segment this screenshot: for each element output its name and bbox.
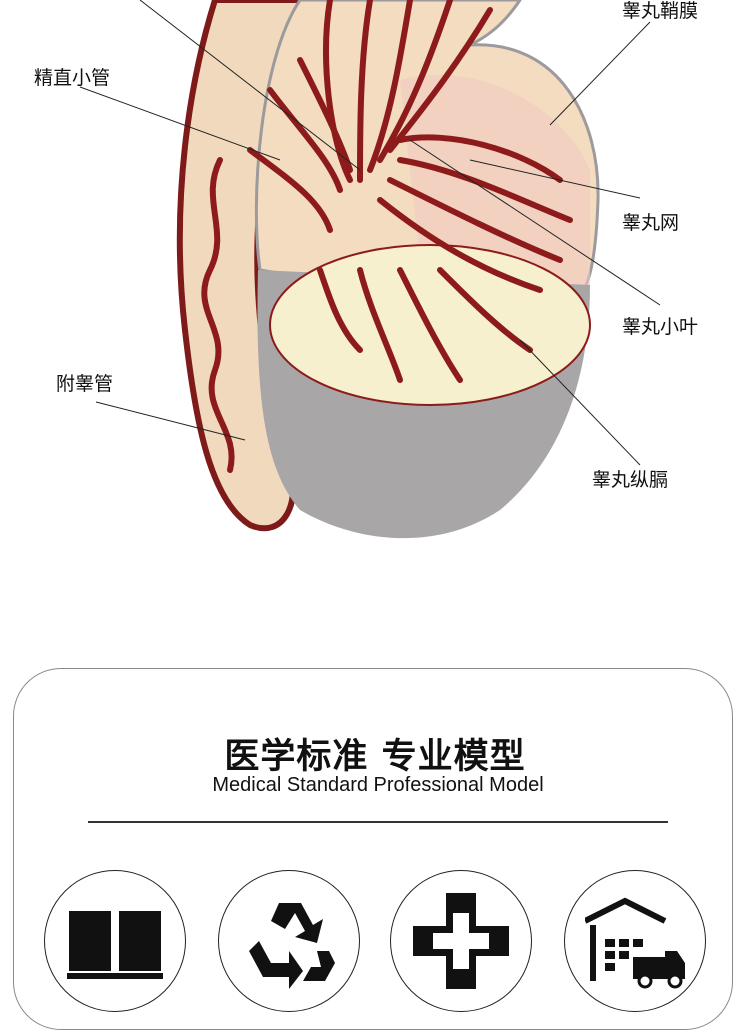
feature-subtitle: Medical Standard Professional Model bbox=[212, 774, 544, 796]
recycle-icon-circle bbox=[218, 870, 360, 1012]
medical-cross-icon bbox=[413, 893, 509, 989]
label-rete-testis: 睾丸网 bbox=[622, 212, 680, 234]
feature-title: 医学标准 专业模型 bbox=[224, 737, 526, 777]
label-mediastinum: 睾丸纵膈 bbox=[592, 469, 669, 491]
book-icon bbox=[67, 911, 163, 979]
label-lobules: 睾丸小叶 bbox=[622, 316, 699, 338]
label-tubuli-recti: 精直小管 bbox=[34, 67, 111, 89]
warehouse-truck-icon-circle bbox=[564, 870, 706, 1012]
medical-cross-icon-circle bbox=[390, 870, 532, 1012]
warehouse-truck-icon bbox=[585, 897, 685, 989]
label-epididymal-duct: 附睾管 bbox=[56, 373, 114, 395]
book-icon-circle bbox=[44, 870, 186, 1012]
label-tunica-vaginalis: 睾丸鞘膜 bbox=[622, 0, 699, 22]
testis-model-image bbox=[79, 0, 661, 539]
recycle-icon bbox=[249, 903, 335, 989]
divider bbox=[88, 821, 668, 823]
